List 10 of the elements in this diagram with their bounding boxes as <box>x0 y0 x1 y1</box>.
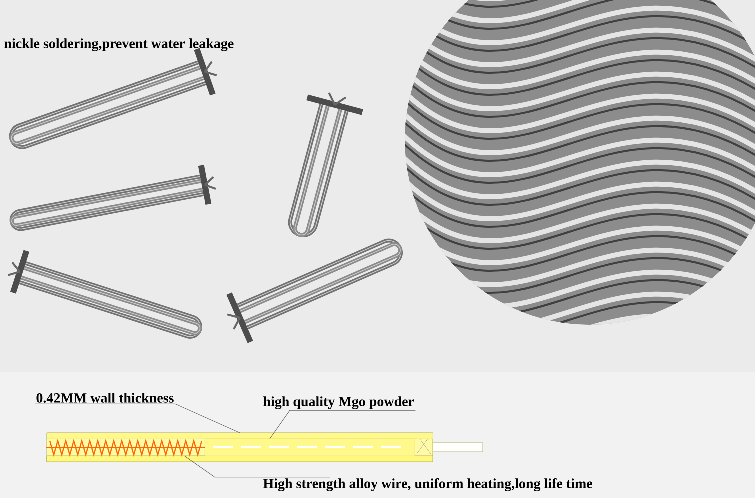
callout-text: High strength alloy wire, uniform heating,long life time <box>263 478 592 492</box>
tube-layer <box>47 433 434 440</box>
tube-layer <box>205 439 416 456</box>
leader-line <box>34 404 240 434</box>
leader-line <box>270 410 416 440</box>
caption-text: nickle soldering,prevent water leakage <box>4 38 234 52</box>
leader-line <box>184 456 330 478</box>
callout-text: 0.42MM wall thickness <box>36 393 174 403</box>
wire-coil <box>46 438 206 458</box>
callout-text: high quality Mgo powder <box>264 396 414 410</box>
